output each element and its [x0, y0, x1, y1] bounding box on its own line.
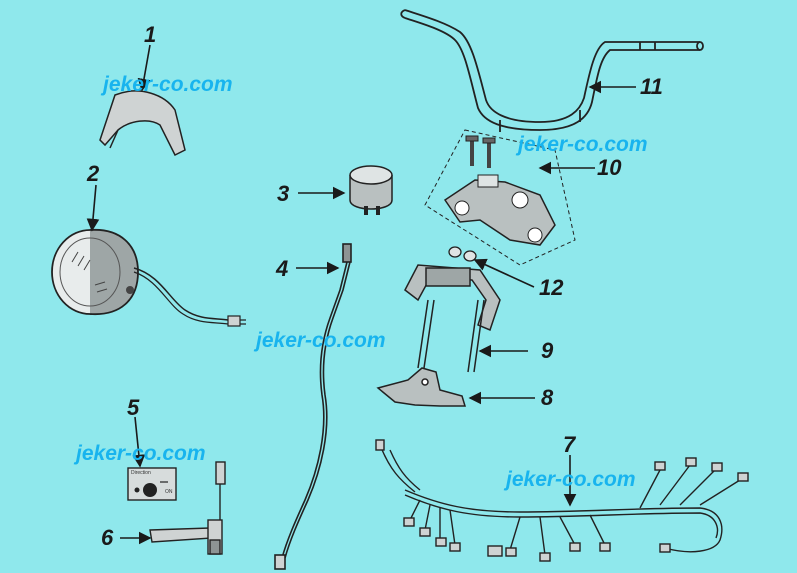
arrow-1: [137, 44, 151, 92]
callout-4: 4: [276, 256, 289, 281]
callout-11: 11: [640, 74, 663, 99]
wiring-harness: [375, 439, 749, 562]
callout-7: 7: [563, 432, 576, 457]
callout-9: 9: [541, 338, 554, 363]
switch-plate-on: ON: [165, 489, 173, 495]
callout-12: 12: [539, 275, 564, 300]
watermark-5: jeker-co.com: [506, 468, 636, 491]
callout-1: 1: [144, 22, 157, 47]
arrow-5: [132, 416, 146, 468]
headlight-assembly: [51, 229, 246, 327]
watermark-3: jeker-co.com: [256, 329, 386, 352]
switch-plate-label: Direction: [131, 470, 151, 476]
switch-plate: [127, 467, 177, 501]
mounting-plate: [376, 367, 467, 407]
arrow-12: [473, 258, 535, 288]
callout-10: 10: [597, 155, 622, 180]
speedometer: [349, 165, 393, 215]
watermark-2: jeker-co.com: [518, 133, 648, 156]
watermark-1: jeker-co.com: [103, 73, 233, 96]
callout-6: 6: [101, 525, 114, 550]
watermark-4: jeker-co.com: [76, 442, 206, 465]
headlight-visor: [99, 90, 186, 157]
switch-key-assembly: [149, 461, 226, 555]
callout-2: 2: [87, 161, 100, 186]
callout-5: 5: [127, 395, 140, 420]
speedometer-cable: [274, 243, 352, 570]
callout-8: 8: [541, 385, 554, 410]
leader-arrows: [86, 44, 636, 545]
handlebar: [400, 9, 704, 132]
yoke-nuts: [448, 246, 477, 262]
callout-3: 3: [277, 181, 290, 206]
arrow-2: [86, 184, 100, 232]
fork-bracket: [404, 264, 501, 373]
top-yoke-assembly: [424, 129, 576, 266]
